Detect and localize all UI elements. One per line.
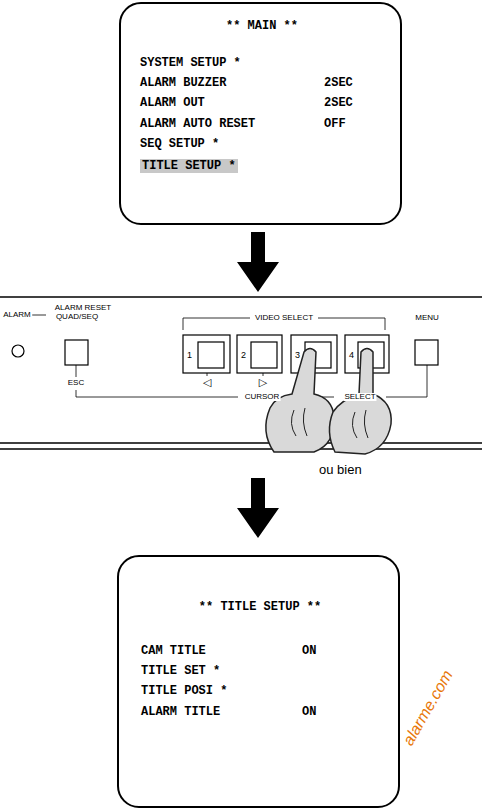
button [198, 342, 224, 368]
hand [329, 349, 391, 455]
button-number: 2 [240, 351, 247, 360]
alarm-led [12, 345, 24, 357]
button-number: 4 [348, 351, 355, 360]
button [251, 342, 277, 368]
button-number: 1 [186, 351, 193, 360]
menu-item: TITLE SETUP * [140, 159, 238, 173]
menu-item: SEQ SETUP * [140, 138, 219, 150]
down-arrow [237, 232, 279, 292]
panel-edge [0, 296, 482, 298]
menu-item: ALARM AUTO RESET [140, 118, 255, 130]
hand-detail [291, 408, 307, 436]
group-label: VIDEO SELECT [254, 314, 314, 322]
menu-item: ON [302, 645, 316, 657]
menu-item: CAM TITLE [141, 645, 206, 657]
screen-title: ** TITLE SETUP ** [199, 601, 321, 613]
button-label: ALARM [2, 311, 32, 319]
menu-button [415, 340, 438, 365]
menu-item: ALARM TITLE [141, 706, 220, 718]
group-label: CURSOR [244, 393, 281, 401]
group-label: SELECT [343, 393, 376, 401]
menu-item: ON [302, 706, 316, 718]
button-label: ALARM RESET [54, 304, 112, 312]
hand-detail [352, 410, 368, 438]
menu-item: SYSTEM SETUP * [140, 57, 241, 69]
menu-screen: ** TITLE SETUP ** CAM TITLE ON TITLE SET * T… [117, 555, 400, 808]
menu-item: TITLE POSI * [141, 685, 227, 697]
panel-edge [0, 442, 482, 444]
menu-item: 2SEC [324, 77, 353, 89]
note: ou bien [318, 463, 363, 476]
menu-screen: ** MAIN ** SYSTEM SETUP * ALARM BUZZER 2SEC… [119, 2, 402, 225]
watermark: alarme.com [400, 667, 457, 749]
button-label: ESC [67, 379, 85, 387]
cursor-symbol: ◁ [202, 377, 212, 388]
button-label: QUAD/SEQ [55, 313, 99, 321]
video-buttons [183, 335, 389, 373]
button-number: 3 [294, 351, 301, 360]
button-frame [183, 335, 230, 373]
tick [207, 373, 263, 376]
menu-item: ALARM OUT [140, 97, 205, 109]
quad-seq-button [65, 340, 88, 365]
menu-item: ALARM BUZZER [140, 77, 226, 89]
cursor-symbol: ▷ [258, 377, 268, 388]
button-frame [237, 335, 282, 373]
menu-item: OFF [324, 118, 346, 130]
panel-edge [0, 448, 482, 450]
button-label: MENU [414, 314, 440, 322]
screen-title: ** MAIN ** [226, 20, 298, 32]
menu-item: 2SEC [324, 97, 353, 109]
menu-item: TITLE SET * [141, 665, 220, 677]
down-arrow [237, 478, 279, 538]
